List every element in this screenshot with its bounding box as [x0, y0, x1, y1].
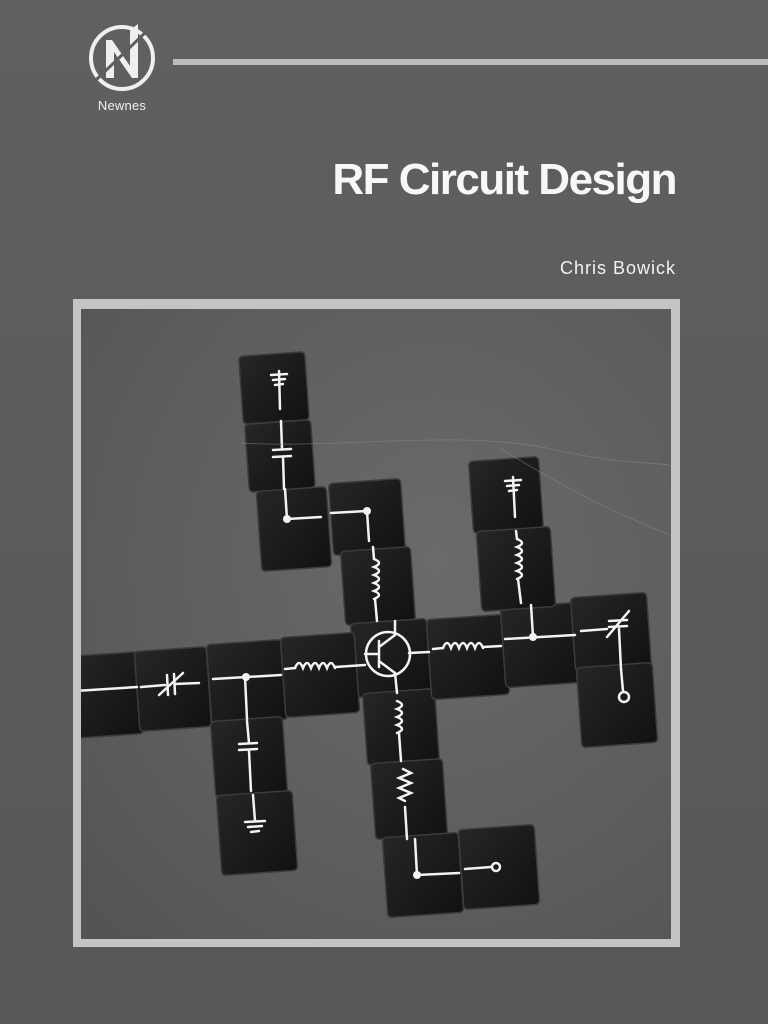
tile-wire-left [81, 651, 145, 739]
tile-inductor-right [425, 613, 511, 701]
tile-antenna-right [468, 456, 544, 534]
tile-varcap [133, 646, 213, 732]
tile-transistor [350, 617, 432, 699]
tile-corner [255, 486, 333, 572]
tile-antenna [238, 351, 310, 425]
book-author: Chris Bowick [559, 258, 676, 278]
book-title: RF Circuit Design [332, 155, 677, 204]
publisher-logo: Newnes [84, 20, 160, 116]
domino-circuit-illustration [81, 351, 671, 919]
tile-inductor-vertical [475, 526, 557, 612]
tile-terminal-right [575, 661, 659, 749]
tile-ground [215, 789, 299, 877]
circuit-domino-tiles-photo [81, 309, 671, 939]
newnes-n-logo-icon [89, 24, 155, 91]
publisher-name: Newnes [97, 98, 147, 113]
tile-inductor-left [279, 632, 361, 718]
header-rule [173, 59, 768, 65]
